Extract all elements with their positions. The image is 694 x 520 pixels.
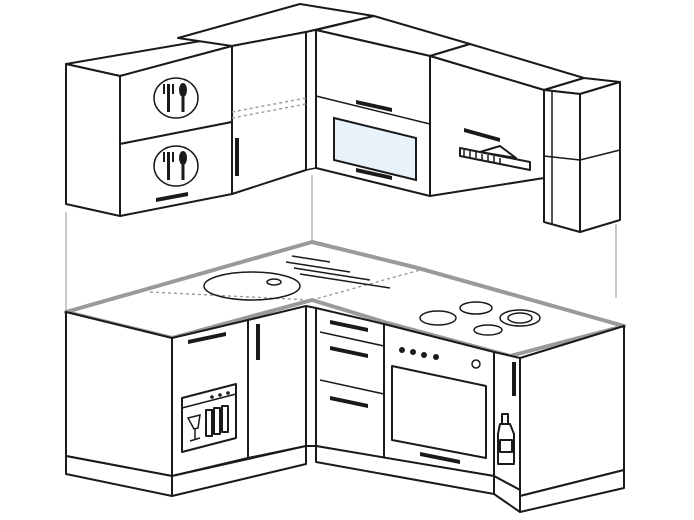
- lower-left-side: [65, 311, 173, 477]
- drawer-handle-2: [330, 346, 368, 358]
- sink: [203, 255, 391, 301]
- wall-lines: [65, 175, 617, 312]
- microwave-handle: [356, 168, 392, 180]
- upper-door-handle: [156, 192, 188, 202]
- end-side-panel: [519, 325, 625, 497]
- sink-cabinet-handle: [256, 324, 260, 360]
- open-shelf-end: [579, 81, 621, 233]
- plinth-side: [519, 469, 625, 513]
- oven-controls: [399, 347, 481, 369]
- bottle-rack-handle: [512, 362, 516, 396]
- lower-left-cabinets: [65, 305, 307, 497]
- microwave-cabinet-handle: [356, 100, 392, 112]
- range-hood-icon: [459, 145, 531, 171]
- upper-right-cabinets: [315, 15, 621, 233]
- upper-corner-door: [231, 31, 307, 195]
- hood-cabinet-handle: [464, 128, 500, 142]
- dishwasher-handle: [188, 332, 226, 344]
- drawer-unit: [315, 307, 385, 459]
- oven-drawer-handle: [420, 452, 460, 464]
- cutlery-icon: [153, 77, 199, 119]
- oven-door: [391, 365, 487, 459]
- drawer-handle-1: [330, 320, 368, 332]
- microwave-window: [333, 116, 417, 182]
- hob-burner-icon: [419, 301, 541, 336]
- corner-filler: [305, 305, 317, 447]
- bottle-icon: [497, 413, 515, 465]
- open-shelf-side: [543, 89, 581, 233]
- dishwasher-icon: [181, 383, 237, 453]
- cutlery-icon: [153, 145, 199, 187]
- upper-left-side: [65, 63, 121, 217]
- corner-door-handle: [235, 138, 239, 176]
- drawer-handle-3: [330, 396, 368, 408]
- lower-right-cabinets: [305, 305, 625, 513]
- plinth-front: [171, 445, 307, 497]
